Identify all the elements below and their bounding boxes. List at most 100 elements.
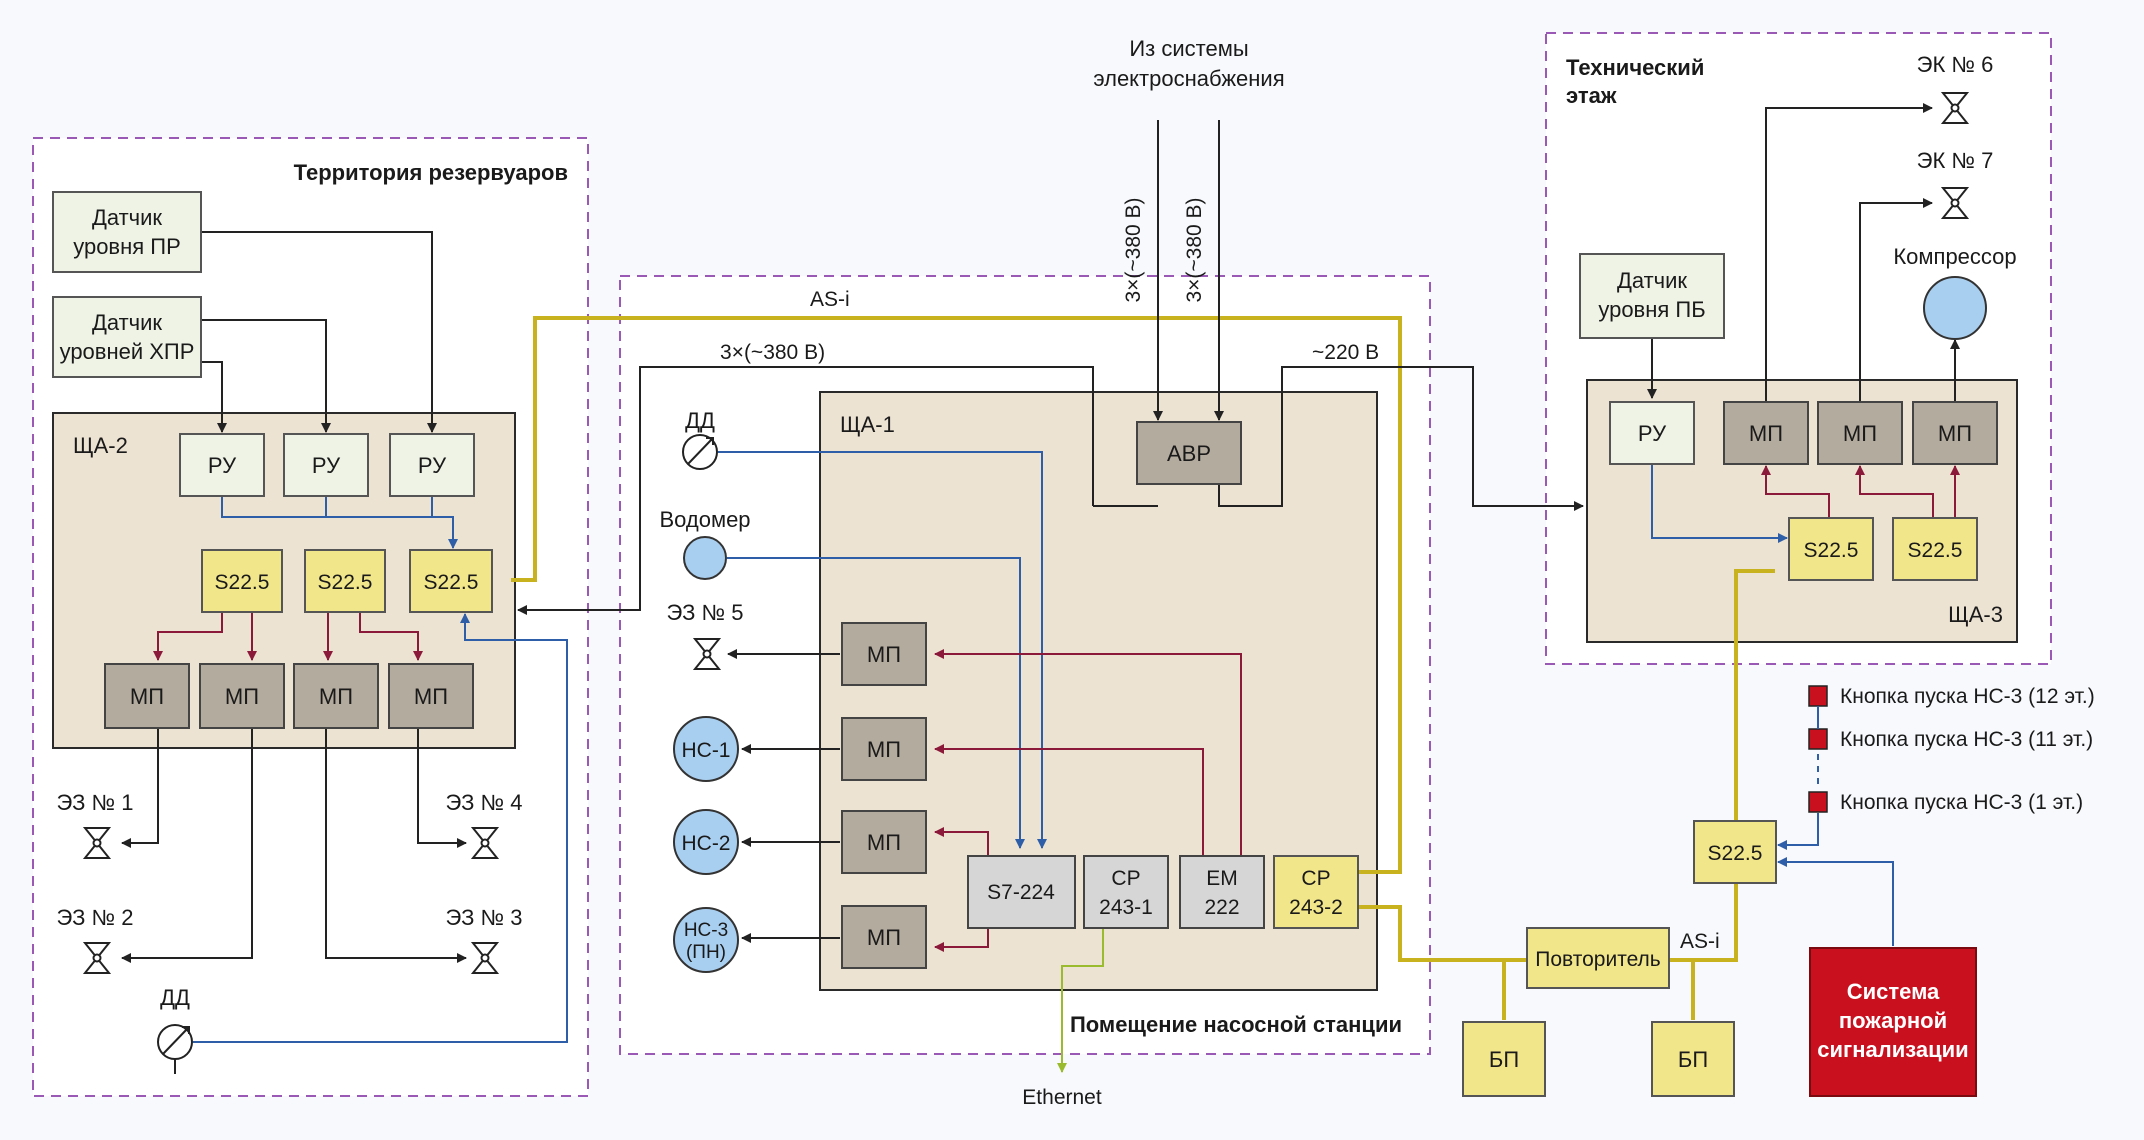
wire-em-mp-ns1 [934, 744, 1204, 856]
asi-bus-main [511, 316, 1402, 874]
compressor-label: Компрессор [1893, 244, 2016, 269]
wire-meter-s7 [727, 557, 1025, 849]
wire-220-sha3 [1218, 366, 1584, 511]
s225-sha2-2 [304, 549, 386, 613]
ru-2 [283, 433, 369, 497]
pressure-gauge-icon [682, 434, 718, 470]
avr-module [1136, 421, 1242, 485]
start-button-1-label: Кнопка пуска НС-3 (1 эт.) [1840, 791, 2083, 814]
s225-sha2-3-label: S22.5 [424, 571, 479, 594]
cp-243-1 [1083, 855, 1169, 929]
sensor-hpr-label-1: Датчик [92, 310, 162, 335]
fire-alarm-label-2: пожарной [1839, 1008, 1947, 1033]
cp-243-2-label-2: 243-2 [1289, 896, 1343, 919]
mp-sha3-2-label: МП [1843, 421, 1877, 446]
wire-mp1-ez1 [121, 728, 159, 848]
ru-sha3 [1609, 401, 1695, 465]
ez1-label: ЭЗ № 1 [57, 790, 134, 815]
mp-sha2-2 [199, 663, 285, 729]
start-button-11-icon [1808, 728, 1828, 750]
wire-em-mp5 [934, 649, 1242, 856]
zone-reservoirs-label: Территория резервуаров [294, 160, 568, 185]
wire-s225-mp7 [1855, 465, 1934, 518]
pump-ns2 [673, 809, 739, 875]
wire-power-sha2 [517, 366, 1094, 615]
wire-pr-ru3 [202, 231, 437, 433]
plc-s7-224-label: S7-224 [987, 881, 1055, 904]
fire-alarm-label-3: сигнализации [1817, 1037, 1968, 1062]
ru-3 [389, 433, 475, 497]
sensor-pb-label-1: Датчик [1617, 268, 1687, 293]
repeater [1526, 927, 1670, 989]
wire-ru-s225-sha3 [1651, 464, 1788, 543]
s225-sha2-2-label: S22.5 [318, 571, 373, 594]
s225-sha2-1-label: S22.5 [215, 571, 270, 594]
wire-ethernet [1057, 928, 1104, 1073]
ek7-label: ЭК № 7 [1917, 148, 1994, 173]
pressure-gauge-icon [157, 1024, 193, 1074]
ru-sha3-label: РУ [1638, 421, 1667, 446]
wire-s1-mp1 [153, 612, 223, 661]
start-button-12-icon [1808, 685, 1828, 707]
power-supply-1-label: БП [1489, 1047, 1519, 1072]
ru-1 [179, 433, 265, 497]
mp-sha2-4-label: МП [414, 684, 448, 709]
ez2-label: ЭЗ № 2 [57, 905, 134, 930]
s225-sha2-3 [409, 549, 493, 613]
ez5-label: ЭЗ № 5 [667, 600, 744, 625]
ru-1-label: РУ [208, 453, 237, 478]
mp-sha1-1 [841, 622, 927, 686]
ez4-label: ЭЗ № 4 [446, 790, 523, 815]
mp-sha2-1 [104, 663, 190, 729]
wire-mp2-ez2 [121, 728, 253, 963]
asi-label-bottom: AS-i [1680, 930, 1720, 953]
pump-ns1-label: НС-1 [681, 739, 730, 762]
start-button-11-label: Кнопка пуска НС-3 (11 эт.) [1840, 728, 2093, 751]
mp-sha3-3-label: МП [1938, 421, 1972, 446]
repeater-label: Повторитель [1535, 948, 1661, 971]
power-supply-1 [1462, 1021, 1546, 1097]
mp-sha2-3-label: МП [319, 684, 353, 709]
pump-ns3-label-1: НС-3 [684, 920, 728, 941]
s225-sha2-1 [201, 549, 283, 613]
mp-sha1-4-label: МП [867, 925, 901, 950]
dd-pump-label: ДД [685, 408, 715, 433]
meter-label: Водомер [659, 507, 750, 532]
cabinet-sha1-label: ЩА-1 [840, 412, 895, 437]
wire-dd-s7 [718, 451, 1047, 849]
cabinet-sha2-label: ЩА-2 [73, 433, 128, 458]
ru-3-label: РУ [418, 453, 447, 478]
wire-ru-s225 [221, 496, 458, 549]
wire-dd-s225 [193, 613, 568, 1043]
s225-sha3-2-label: S22.5 [1908, 539, 1963, 562]
em-222-label-1: EM [1206, 867, 1238, 890]
compressor [1923, 276, 1987, 340]
mp-sha3-3 [1912, 401, 1998, 465]
ek6-label: ЭК № 6 [1917, 52, 1994, 77]
cp-243-1-label-1: CP [1111, 867, 1140, 890]
mp-sha1-1-label: МП [867, 642, 901, 667]
wire-mp-ek7 [1859, 198, 1933, 402]
mp-sha3-1-label: МП [1749, 421, 1783, 446]
mp-sha3-2 [1817, 401, 1903, 465]
mp-sha1-2 [841, 717, 927, 781]
asi-label-top: AS-i [810, 288, 850, 311]
power-label-220: ~220 В [1312, 341, 1379, 364]
start-button-1-icon [1808, 791, 1828, 813]
wire-mp-ek6 [1765, 103, 1933, 402]
ru-2-label: РУ [312, 453, 341, 478]
ez3-label: ЭЗ № 3 [446, 905, 523, 930]
pump-ns1 [673, 716, 739, 782]
sensor-pr-label-2: уровня ПР [73, 234, 181, 259]
sensor-pr [52, 191, 202, 273]
em-222 [1179, 855, 1265, 929]
s225-sha3-2 [1892, 517, 1978, 581]
ethernet-label: Ethernet [1022, 1086, 1102, 1109]
mp-sha1-2-label: МП [867, 737, 901, 762]
sensor-hpr-label-2: уровней ХПР [60, 339, 195, 364]
pump-ns3-label-2: (ПН) [686, 942, 726, 963]
sensor-pb-label-2: уровня ПБ [1598, 297, 1705, 322]
wire-hpr-ru2 [202, 319, 331, 433]
wire-mp4-ez4 [417, 728, 467, 848]
